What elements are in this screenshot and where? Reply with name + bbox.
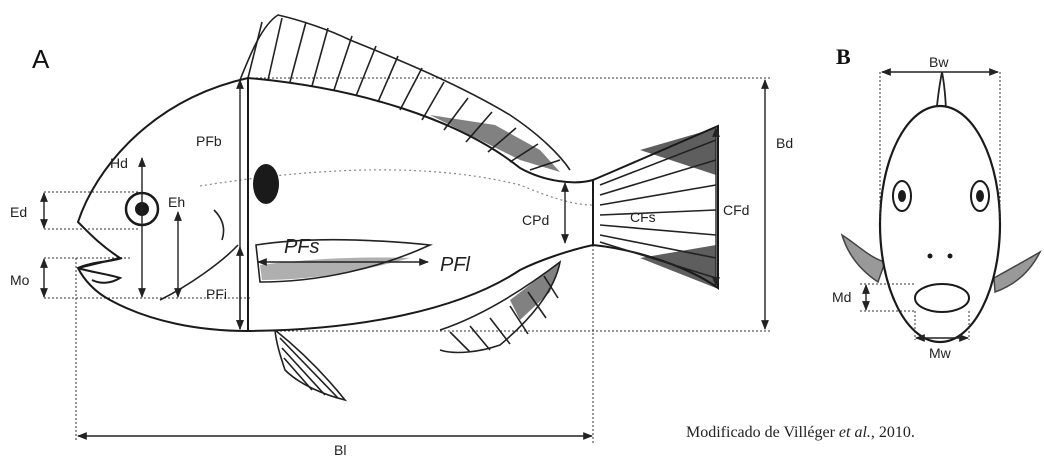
pfi-label: PFi xyxy=(206,286,227,302)
cfs-label: CFs xyxy=(630,209,656,225)
pfs-label: PFs xyxy=(284,236,320,258)
eh-label: Eh xyxy=(168,194,185,210)
pfb-label: PFb xyxy=(196,133,222,149)
pelvic-fin xyxy=(275,330,345,400)
cfd-label: CFd xyxy=(723,202,749,218)
bd-label: Bd xyxy=(776,135,793,151)
panel-a-label: A xyxy=(32,44,50,74)
dorsal-fin xyxy=(240,15,570,172)
fish-front-view xyxy=(842,72,1040,342)
ed-label: Ed xyxy=(10,204,27,220)
caption-text: Modificado de Villéger xyxy=(686,424,839,441)
body-spot xyxy=(253,164,279,204)
caudal-fin xyxy=(593,126,718,288)
bw-label: Bw xyxy=(929,54,949,70)
panel-b-label: B xyxy=(836,44,851,69)
pectoral-fin xyxy=(256,240,430,282)
md-label: Md xyxy=(832,289,851,305)
mo-label: Mo xyxy=(10,272,30,288)
caption-italic: et al. xyxy=(839,424,871,441)
source-caption: Modificado de Villéger et al., 2010. xyxy=(686,424,915,442)
caption-year: , 2010. xyxy=(871,424,915,441)
hd-label: Hd xyxy=(110,155,128,171)
bl-label: Bl xyxy=(334,442,346,458)
cpd-label: CPd xyxy=(522,212,549,228)
pfl-label: PFl xyxy=(440,254,471,276)
mw-label: Mw xyxy=(929,345,952,361)
